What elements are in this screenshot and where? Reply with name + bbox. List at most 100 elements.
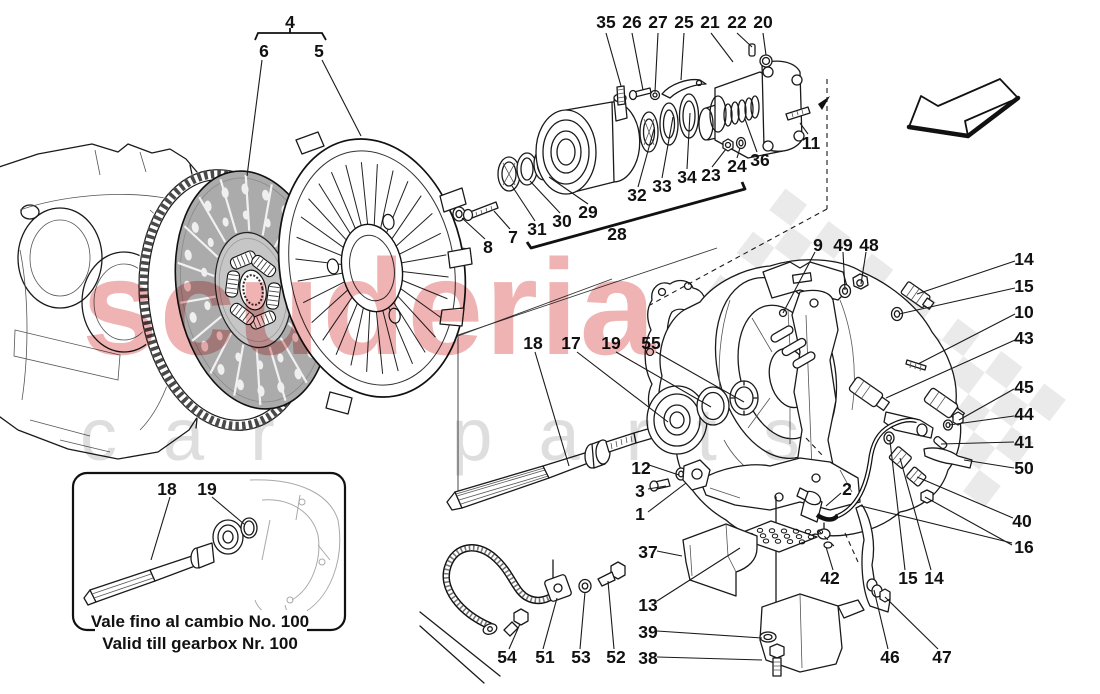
input-shaft-drawing xyxy=(446,380,759,511)
callout-53: 53 xyxy=(571,647,591,667)
leader-line xyxy=(885,339,1016,399)
leader-line xyxy=(637,128,655,188)
group-brackets xyxy=(254,28,747,250)
callout-2: 2 xyxy=(842,479,852,499)
leader-line xyxy=(508,623,521,650)
leader-line xyxy=(548,176,589,205)
callout-45: 45 xyxy=(1014,377,1034,397)
callout-34: 34 xyxy=(677,167,697,187)
leader-line xyxy=(736,32,753,48)
callout-51: 51 xyxy=(535,647,555,667)
callout-15: 15 xyxy=(1014,276,1034,296)
callout-14: 14 xyxy=(924,568,944,588)
callout-23: 23 xyxy=(701,165,721,185)
leader-line xyxy=(916,476,1014,519)
leader-line xyxy=(948,415,1015,426)
leader-line xyxy=(711,148,727,168)
callout-22: 22 xyxy=(727,12,747,32)
callout-33: 33 xyxy=(652,176,672,196)
leader-line xyxy=(744,118,758,153)
callout-20: 20 xyxy=(753,12,773,32)
leader-line xyxy=(321,59,362,137)
callout-14: 14 xyxy=(1014,249,1034,269)
leader-line xyxy=(884,596,939,650)
leader-line xyxy=(511,185,536,222)
leader-line xyxy=(615,351,712,408)
pressure-plate-drawing xyxy=(277,131,473,415)
callout-19: 19 xyxy=(197,479,217,499)
bell-housing-drawing xyxy=(658,259,962,541)
leader-line xyxy=(842,251,846,291)
leader-line xyxy=(647,482,687,513)
heat-shield-lower-drawing xyxy=(759,593,865,677)
sensor-and-pipe-drawing xyxy=(796,417,918,549)
leader-line xyxy=(246,59,263,177)
leader-line xyxy=(605,32,622,87)
callout-30: 30 xyxy=(552,211,572,231)
leader-line xyxy=(150,496,171,561)
callout-54: 54 xyxy=(497,647,517,667)
callout-4: 4 xyxy=(285,12,295,32)
inset-caption-line1: Vale fino al cambio No. 100 xyxy=(91,612,309,631)
leader-line xyxy=(493,210,511,230)
dashed-line xyxy=(649,268,717,306)
leader-line xyxy=(534,351,570,467)
callout-8: 8 xyxy=(483,237,493,257)
leader-line xyxy=(461,217,486,240)
construction-line xyxy=(457,278,613,337)
callout-52: 52 xyxy=(606,647,626,667)
callout-55: 55 xyxy=(641,333,661,353)
leader-line xyxy=(916,260,1016,295)
leader-line xyxy=(661,116,674,179)
leader-line xyxy=(680,32,685,81)
leader-line xyxy=(656,547,741,602)
callout-21: 21 xyxy=(700,12,720,32)
callout-7: 7 xyxy=(508,227,518,247)
leader-line xyxy=(958,388,1015,421)
callout-37: 37 xyxy=(638,542,657,562)
leader-line xyxy=(898,287,1016,315)
leader-line xyxy=(529,180,561,214)
callout-18: 18 xyxy=(523,333,543,353)
callout-36: 36 xyxy=(750,150,770,170)
leader-line xyxy=(917,313,1016,365)
leader-line xyxy=(889,440,906,571)
dashed-line xyxy=(844,532,859,563)
leader-line xyxy=(654,32,659,93)
leader-line xyxy=(963,459,1015,469)
leader-line xyxy=(656,656,763,661)
callout-12: 12 xyxy=(631,458,651,478)
leader-line xyxy=(656,630,763,639)
callout-40: 40 xyxy=(1012,511,1032,531)
callout-15: 15 xyxy=(898,568,918,588)
callout-18: 18 xyxy=(157,479,177,499)
callout-13: 13 xyxy=(638,595,658,615)
leader-line xyxy=(762,32,767,56)
callout-25: 25 xyxy=(674,12,694,32)
callout-41: 41 xyxy=(1014,432,1034,452)
leader-line xyxy=(899,457,932,571)
callout-44: 44 xyxy=(1014,404,1034,424)
slave-cylinder-drawing xyxy=(616,43,830,159)
leader-line xyxy=(647,485,667,490)
dashed-line xyxy=(805,437,824,457)
callout-29: 29 xyxy=(578,202,598,222)
callout-32: 32 xyxy=(627,185,647,205)
inset-shaft-drawing xyxy=(83,517,258,606)
leader-line xyxy=(860,251,867,285)
callout-1: 1 xyxy=(635,504,645,524)
leader-line xyxy=(825,492,842,507)
leader-line xyxy=(542,597,558,650)
callout-48: 48 xyxy=(859,235,879,255)
leader-line xyxy=(924,496,1013,546)
leader-line xyxy=(211,496,245,525)
callout-5: 5 xyxy=(314,41,324,61)
callout-6: 6 xyxy=(259,41,269,61)
callout-26: 26 xyxy=(622,12,642,32)
leader-line xyxy=(579,591,586,650)
inset-caption-line2: Valid till gearbox Nr. 100 xyxy=(102,634,298,653)
callout-42: 42 xyxy=(820,568,840,588)
callout-9: 9 xyxy=(813,235,823,255)
callout-39: 39 xyxy=(638,622,658,642)
